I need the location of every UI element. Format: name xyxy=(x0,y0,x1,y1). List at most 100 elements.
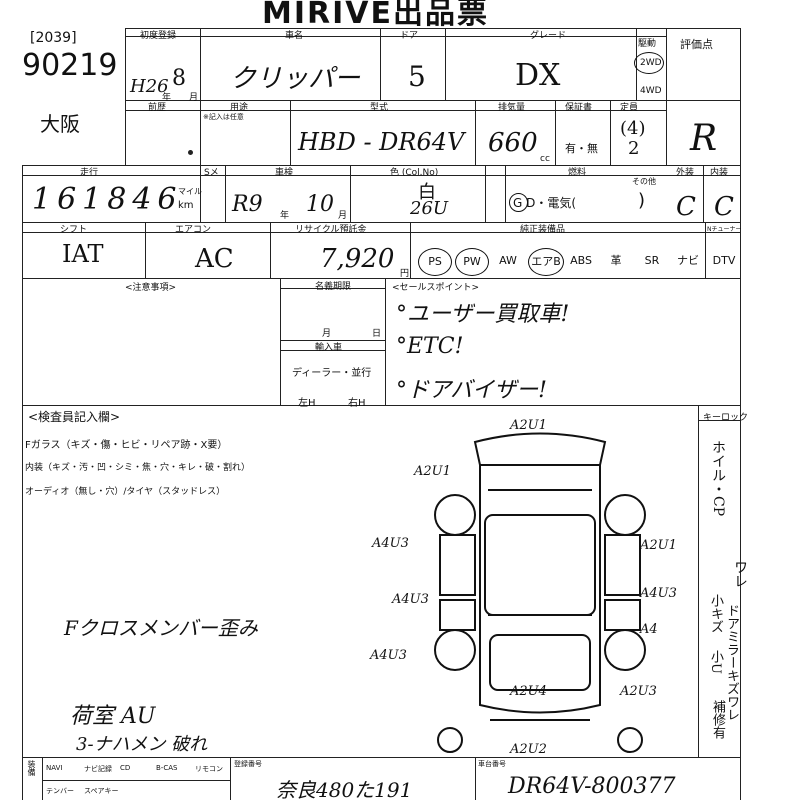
vehicle-damage-diagram xyxy=(434,432,646,753)
equip-pw: PW xyxy=(455,248,489,276)
damage-mark: A4U3 xyxy=(392,592,429,607)
door-label: ドア xyxy=(400,31,419,41)
mile-unit: マイル xyxy=(178,187,202,196)
interior-note-label: 内装（キズ・汚・凹・シミ・焦・穴・キレ・破・割れ） xyxy=(25,463,251,473)
damage-mark: A2U1 xyxy=(414,464,451,479)
first-reg-era: H26 xyxy=(130,76,169,97)
bottom-spare-key: スペアキー xyxy=(84,787,119,795)
damage-mark: A4U3 xyxy=(640,586,677,601)
grade-label: グレード xyxy=(530,31,567,41)
equip-abs: ABS xyxy=(570,254,592,267)
import-car-label: 輸入車 xyxy=(315,343,343,353)
door-count: 5 xyxy=(408,60,426,93)
equip-dtv: DTV xyxy=(712,254,736,267)
equip-leather: 革 xyxy=(610,254,622,267)
equipment-label: 純正装備品 xyxy=(520,225,566,235)
equip-sr: SR xyxy=(644,254,660,267)
capacity-label: 定員 xyxy=(620,103,639,113)
bottom-navi-record: ナビ記録 xyxy=(84,765,112,773)
sales-point-2: °ETC! xyxy=(396,334,464,359)
interior-grade: C xyxy=(714,192,734,222)
sales-point-1: °ユーザー買取車! xyxy=(396,302,570,327)
side-note-2: ワレ xyxy=(732,560,748,588)
damage-mark: A2U1 xyxy=(510,418,547,433)
warranty-label: 保証書 xyxy=(565,103,593,113)
shift-value: IAT xyxy=(62,240,104,268)
f-glass-label: Fガラス（キズ・傷・ヒビ・リペア跡・X要） xyxy=(25,440,228,451)
insp-month-unit: 月 xyxy=(338,211,348,221)
sales-point-label: <セールスポイント> xyxy=(392,283,480,293)
plate-number: 奈良480た191 xyxy=(276,778,413,802)
drive-4wd: 4WD xyxy=(640,86,662,96)
month-label: 月 xyxy=(322,329,332,339)
form-title: MIRIVE出品票 xyxy=(262,0,489,31)
model-value: HBD - DR64V xyxy=(298,128,465,156)
exterior-label: 外装 xyxy=(676,168,695,178)
bottom-plate-label: 登録番号 xyxy=(234,760,262,768)
side-note-3: ドアミラーキズワレ xyxy=(724,604,739,721)
inspection-label: 車検 xyxy=(275,168,294,178)
side-note-4: 小キズ xyxy=(708,594,723,633)
km-unit: km xyxy=(178,200,194,211)
side-note-1: ホイル・CP xyxy=(710,440,726,517)
equip-ps: PS xyxy=(418,248,452,276)
lot-number: 90219 xyxy=(22,48,118,83)
audio-label: オーディオ（無し・穴）/タイヤ（スタッドレス） xyxy=(25,487,226,497)
sales-point-3: °ドアバイザー! xyxy=(396,378,547,403)
drive-2wd-circle xyxy=(634,52,664,74)
color-label: 色 (Col.No) xyxy=(390,168,439,178)
damage-mark: A2U3 xyxy=(620,684,657,699)
mileage-value: 161846 xyxy=(32,182,183,217)
warranty-value: 有・無 xyxy=(565,142,598,155)
fuel-options: G D・電気( xyxy=(513,196,577,210)
mileage-label: 走行 xyxy=(80,168,99,178)
bottom-bcas: B-CAS xyxy=(156,764,178,772)
history-label: 前歴 xyxy=(148,103,167,113)
region-label: 大阪 xyxy=(40,112,80,136)
aircon-value: AC xyxy=(195,244,234,274)
right-h-label: 右H xyxy=(348,398,366,409)
damage-mark: A4U3 xyxy=(372,536,409,551)
first-reg-label: 初度登録 xyxy=(140,31,177,41)
inspection-month: 10 xyxy=(306,192,334,217)
shift-label: シフト xyxy=(60,225,88,235)
other-label: その他 xyxy=(632,177,656,186)
reg-note-label: 用途 xyxy=(230,103,249,113)
color-number: 26U xyxy=(410,198,449,219)
day-label: 日 xyxy=(372,329,382,339)
damage-mark: A4U3 xyxy=(370,648,407,663)
left-h-label: 左H xyxy=(298,398,316,409)
name-label: 車名 xyxy=(285,31,304,41)
side-note-6: 補修有 xyxy=(710,700,725,739)
bottom-remote: リモコン xyxy=(195,765,223,773)
bottom-navi: NAVI xyxy=(46,764,63,772)
equip-navi: ナビ xyxy=(677,254,699,267)
f-crossmember-note: Fクロスメンバー歪み xyxy=(64,616,258,640)
recycle-fee: 7,920 xyxy=(320,244,395,274)
recycle-label: リサイクル預託金 xyxy=(295,225,367,235)
lot-prefix: [2039] xyxy=(30,30,77,46)
fuel-g-circle xyxy=(509,193,528,212)
capacity-a: (4) xyxy=(620,118,646,139)
color-name: 白 xyxy=(418,182,436,203)
nav-tuner-label: Nチューナー xyxy=(707,226,742,233)
damage-mark: A4 xyxy=(640,622,658,637)
grade-value: DX xyxy=(515,58,561,93)
insp-year-unit: 年 xyxy=(280,211,290,221)
damage-mark: A2U1 xyxy=(640,538,677,553)
inspection-era: R9 xyxy=(232,192,263,217)
capacity-b: 2 xyxy=(628,138,640,159)
month-unit-1: 月 xyxy=(189,93,199,103)
score-value: R xyxy=(690,118,718,159)
cargo-note-2: 3-ナハメン 破れ xyxy=(76,734,208,755)
keylock-label: キーロック xyxy=(703,413,749,423)
side-note-5: 小U xyxy=(708,650,723,674)
damage-mark: A2U4 xyxy=(510,684,547,699)
displacement-value: 660 xyxy=(488,128,538,158)
notes-label: <注意事項> xyxy=(125,283,177,293)
displacement-label: 排気量 xyxy=(498,103,526,113)
bottom-number: テンバー xyxy=(46,787,74,795)
aircon-label: エアコン xyxy=(175,225,212,235)
chassis-number: DR64V-800377 xyxy=(508,774,676,799)
odo-label: Sメ xyxy=(204,168,219,178)
